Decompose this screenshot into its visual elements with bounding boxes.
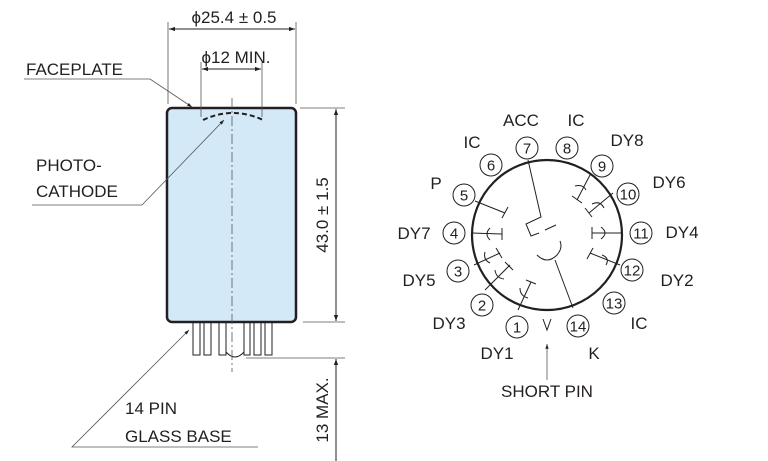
photocathode-label-2: CATHODE [36,182,118,201]
pin-14: 14K [566,314,600,363]
pin-number: 1 [513,320,521,337]
tube-body [165,106,298,324]
tube-side-view [165,98,298,372]
pin-label: DY7 [397,224,430,243]
pin-circle [452,183,476,207]
pin-circle [590,154,614,178]
internal-electrodes [470,159,622,311]
pin-number: 3 [454,264,462,281]
pin-label: IC [568,111,585,130]
pin-circle [566,314,590,338]
pin-12: 12 DY2 [620,258,694,290]
pin-4: 4 DY7 [397,221,466,245]
diameter-text: ϕ25.4 ± 0.5 [191,8,276,27]
glass-base-callout: 14 PIN GLASS BASE [71,329,258,448]
cathode-diameter-text: ϕ12 MIN. [201,48,270,67]
pin-number: 14 [570,319,587,336]
pin-circle [602,291,626,315]
base-circle [470,158,624,312]
pin-7: 7 ACC [503,111,539,160]
pin-length-dimension: 13 MAX. [246,357,345,461]
base-label-1: 14 PIN [125,399,177,418]
photocathode-callout: PHOTO- CATHODE [32,119,225,206]
pin-8: 8 IC [555,111,585,160]
pin-circle [479,153,503,177]
short-pin-label: SHORT PIN [501,382,593,401]
pin-3: 3 DY5 [402,259,470,290]
pin-circle [446,259,470,283]
diameter-dimension: ϕ25.4 ± 0.5 [167,8,297,104]
pin-10: 10 DY6 [616,173,686,206]
exhaust-tip [225,320,245,358]
faceplate-label: FACEPLATE [26,60,123,79]
photocathode-label-1: PHOTO- [36,156,102,175]
pin-number: 10 [620,187,637,204]
pin-number: 5 [460,188,468,205]
pin-number: 4 [450,226,458,243]
short-pin-mark [542,318,552,332]
pin-circle [470,293,494,317]
photocathode-arc [202,112,264,121]
pin-label: K [588,344,600,363]
pin-label: DY3 [432,314,465,333]
pin-6: 6 IC [464,133,503,177]
base-label-2: GLASS BASE [125,427,232,446]
pin-label: IC [631,314,648,333]
pin-circle [442,221,466,245]
pin-label: DY2 [660,271,693,290]
length-dimension: 43.0 ± 1.5 [300,107,345,323]
pin-5: 5P [430,174,476,207]
pin-label: DY5 [402,271,435,290]
pin-label: DY6 [652,173,685,192]
pin-circle [505,315,529,339]
pin-number: 9 [598,159,606,176]
pin-11: 11 DY4 [629,221,699,245]
pin-label: IC [464,133,481,152]
pin-label: ACC [503,111,539,130]
pin-number: 8 [563,141,571,158]
pin-number: 11 [633,226,649,243]
length-text: 43.0 ± 1.5 [313,177,332,253]
pin-number: 2 [478,298,486,315]
base-pins [192,319,273,358]
pin-circle [616,182,640,206]
pin-label: P [430,174,441,193]
pin-circle [629,221,653,245]
pin-circle [515,136,539,160]
pin-number: 12 [624,263,641,280]
pin-circle [620,258,644,282]
pin-circle [555,136,579,160]
pin-label: DY1 [480,344,513,363]
pin-number: 6 [487,158,495,175]
pin-length-text: 13 MAX. [313,377,332,442]
cathode-diameter-dimension: ϕ12 MIN. [200,48,271,117]
pin-label: DY4 [665,223,698,242]
faceplate-callout: FACEPLATE [24,60,193,108]
pin-label: DY8 [610,131,643,150]
pin-number: 13 [606,296,623,313]
pin-number: 7 [523,141,531,158]
